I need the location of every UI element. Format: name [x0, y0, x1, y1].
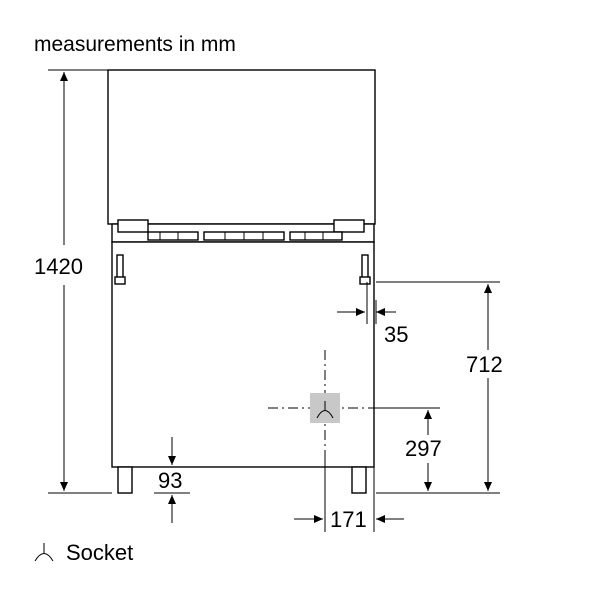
left-foot: [117, 466, 133, 494]
socket-width-offset-label: 171: [330, 507, 367, 532]
socket-side-offset-label: 35: [384, 322, 408, 347]
cooker-lid: [107, 69, 376, 225]
socket-height-label: 297: [405, 436, 442, 461]
dimension-total-height: 1420: [34, 69, 112, 494]
socket-zone-height-label: 712: [466, 352, 503, 377]
right-foot: [351, 466, 367, 494]
foot-height-label: 93: [158, 468, 182, 493]
dimension-socket-zone-height: 712: [376, 281, 503, 494]
burner-supports: [147, 231, 343, 241]
socket-icon: [34, 543, 54, 562]
socket-position: [268, 350, 378, 458]
legend: Socket: [34, 540, 133, 565]
cooker-body: [111, 241, 375, 468]
right-side-handle: [359, 254, 371, 285]
socket-icon: [316, 401, 334, 419]
total-height-label: 1420: [34, 254, 83, 279]
legend-socket-label: Socket: [66, 540, 133, 565]
measurements-unit-title: measurements in mm: [34, 33, 236, 56]
dimension-foot-height: 93: [154, 437, 190, 523]
right-lid-hinge: [333, 219, 365, 233]
dimension-socket-width-offset: 171: [294, 458, 404, 532]
cooker-drawing: [107, 69, 376, 494]
left-side-handle: [114, 254, 126, 285]
dimension-socket-side-offset: 35: [337, 282, 408, 347]
left-lid-hinge: [117, 219, 149, 233]
dimension-socket-height: 297: [378, 407, 442, 491]
